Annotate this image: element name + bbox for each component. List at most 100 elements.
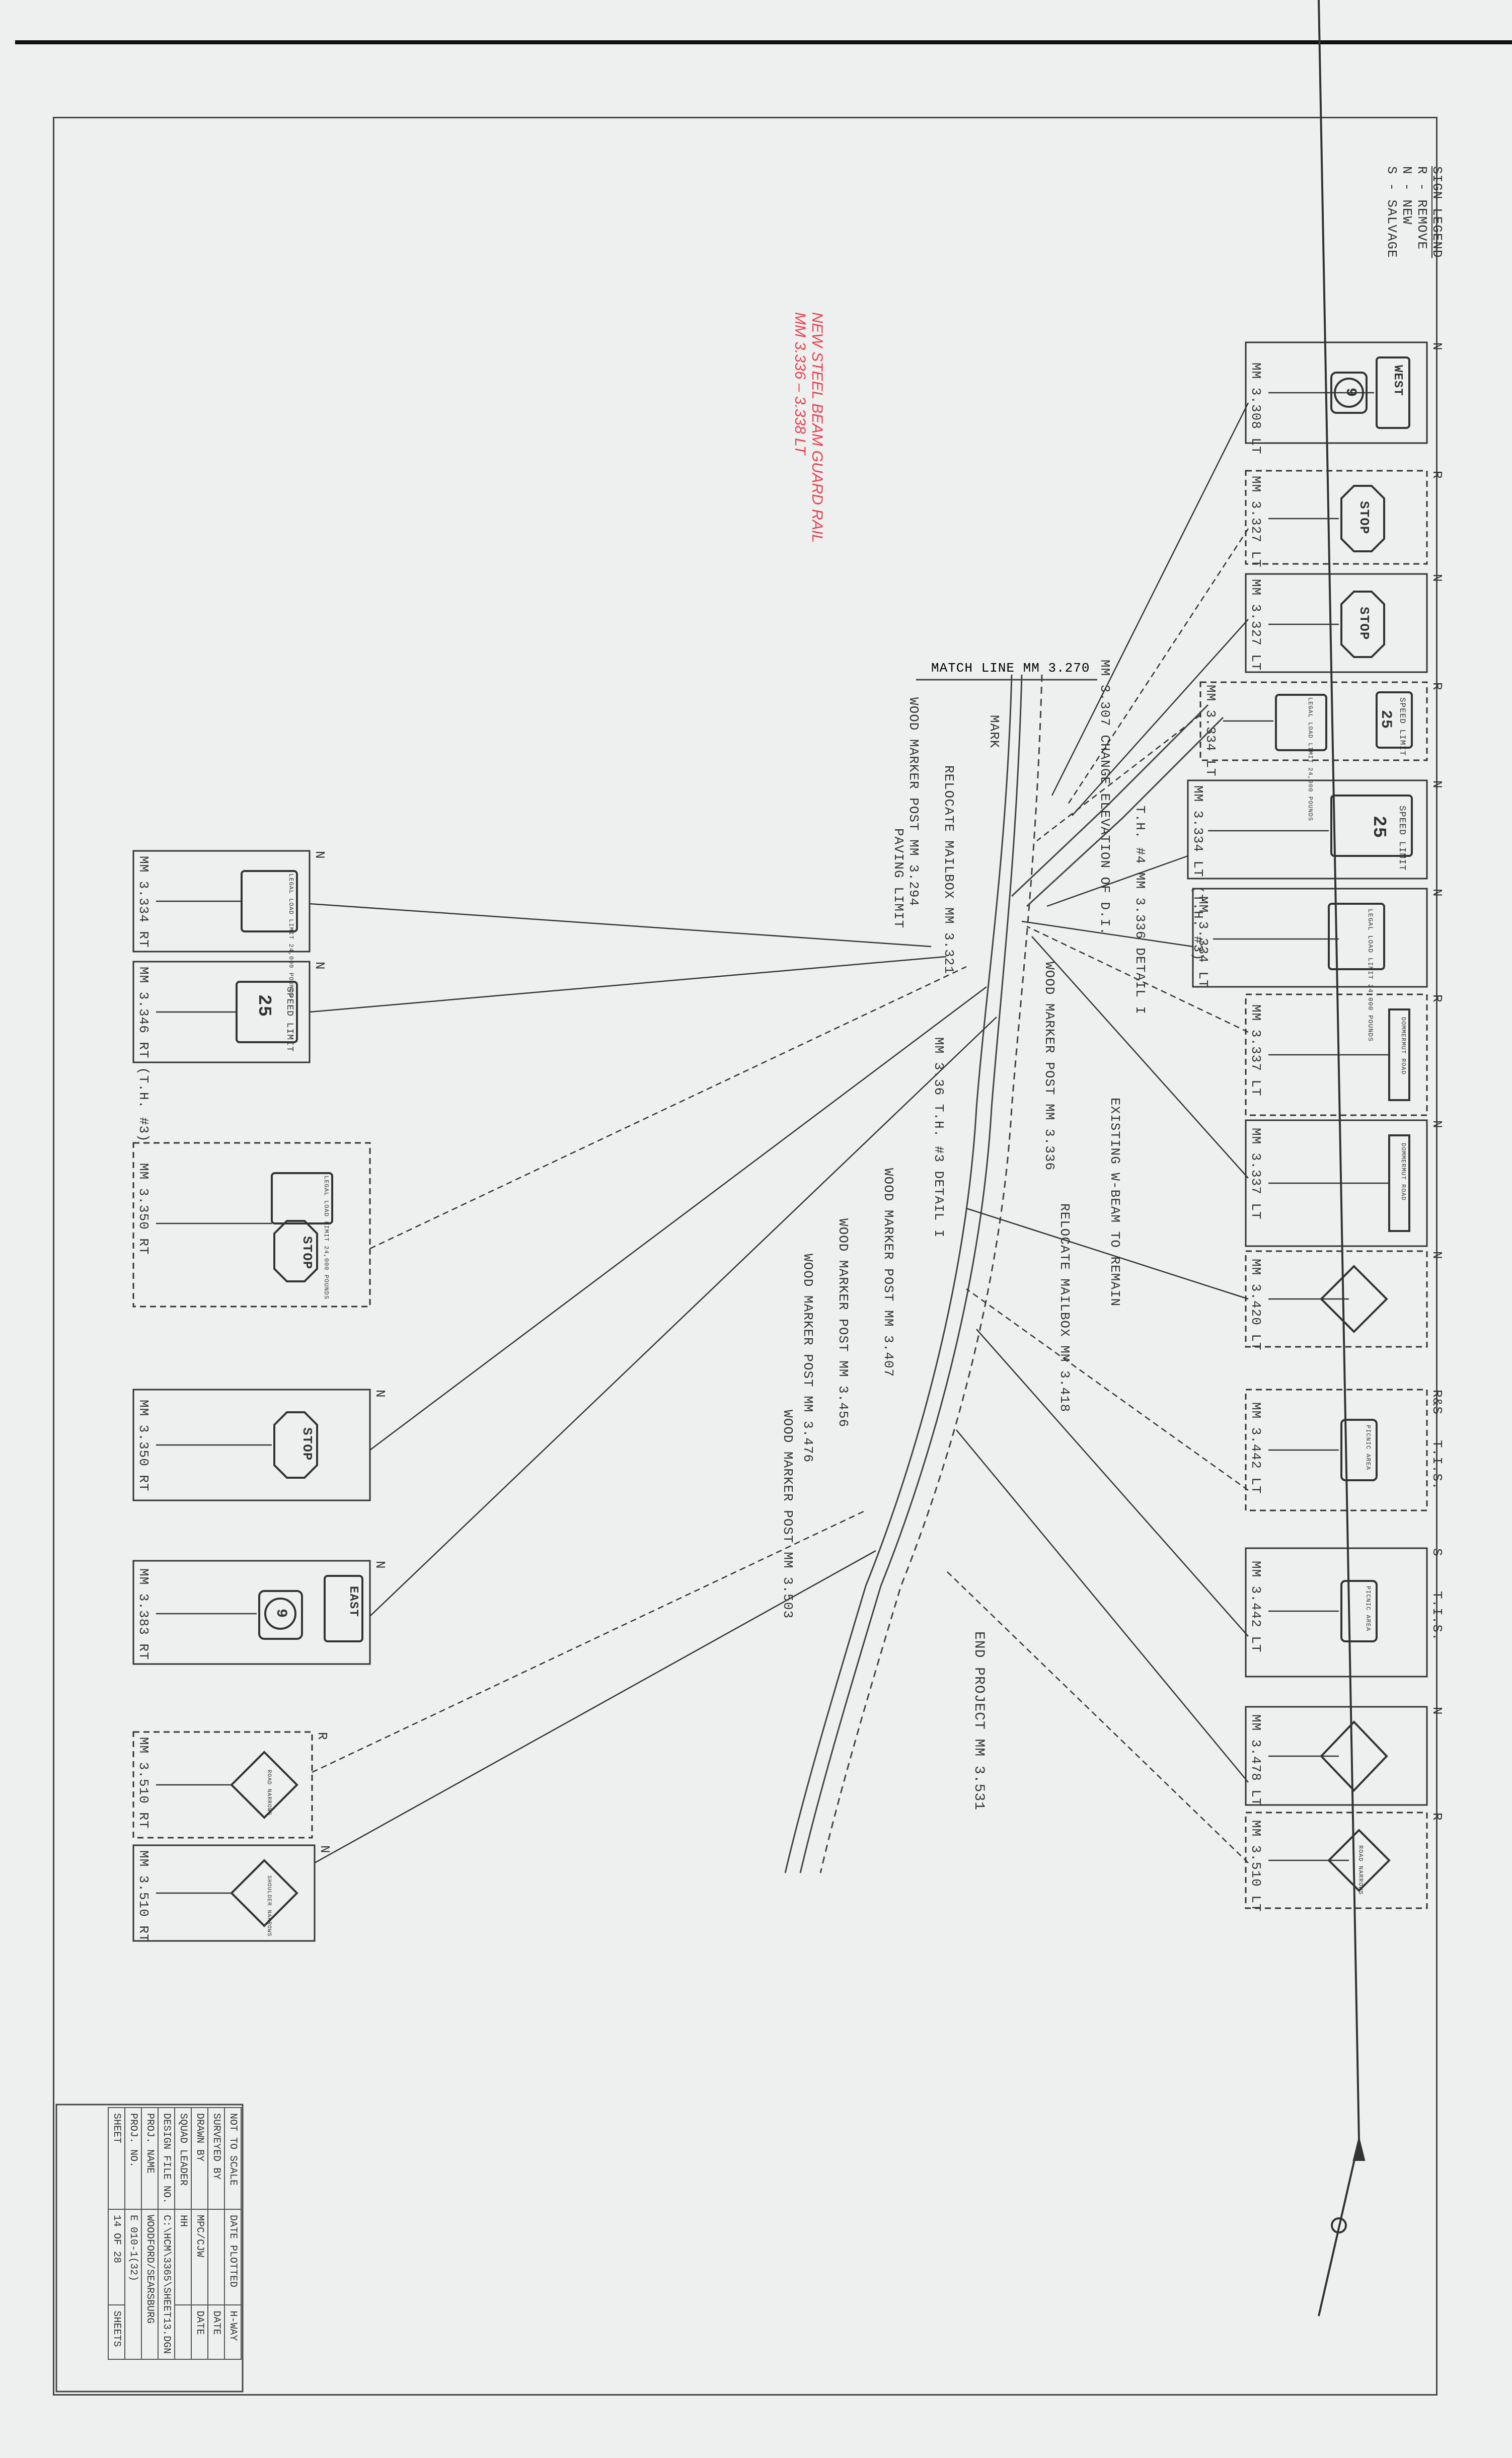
match-line-label: MATCH LINE MM 3.270 (931, 661, 1090, 676)
tb-agency: H-WAY (224, 2305, 241, 2360)
sign-note: T.I.S. (1429, 1591, 1445, 1641)
sign-mm-label: MM 3.334 LT (1203, 685, 1218, 777)
tb-sheet-value: 14 OF 28 (108, 2209, 125, 2305)
callout: WOOD MARKER POST MM 3.336 (1042, 962, 1057, 1171)
sign-panel-text: 9 (1342, 388, 1359, 398)
sign-code: R (315, 1732, 330, 1741)
sign-box (1199, 681, 1428, 761)
sign-box (1245, 1706, 1428, 1806)
sign-panel-text: SHOULDER NARROWS (266, 1875, 272, 1937)
sign-panel-text: 25 (254, 994, 274, 1018)
sign-code: N (1429, 1251, 1445, 1260)
sign-mm-label: MM 3.337 LT (1248, 1128, 1263, 1220)
sign-panel-text: WEST (1391, 365, 1404, 396)
sign-code: N (372, 1561, 388, 1569)
tb-date-plotted: DATE PLOTTED (224, 2209, 241, 2305)
sign-panel-text: STOP (1356, 501, 1372, 535)
sign-panel-text: 25 (1369, 816, 1389, 839)
sign-panel-text: 25 (1377, 710, 1394, 730)
sign-panel-text: STOP (299, 1236, 315, 1270)
sign-panel-text: ROAD NARROWS (266, 1770, 272, 1816)
sign-code: N (1429, 780, 1445, 789)
sign-panel-text: STOP (299, 1427, 315, 1461)
sign-box (132, 1142, 371, 1308)
sign-panel-text: SPEED LIMIT (1398, 697, 1407, 756)
callout: MM 3.36 T.H. #3 DETAIL I (931, 1037, 946, 1238)
legend-item-remove: R - REMOVE (1414, 166, 1429, 250)
tb-drawn-label: DRAWN BY (191, 2108, 208, 2210)
sign-mm-label: MM 3.346 RT (T.H. #3) (136, 967, 151, 1142)
sign-code: N (372, 1390, 388, 1398)
callout: T.H. #4 MM 3.336 DETAIL I (1132, 806, 1148, 1015)
sign-code: N (317, 1845, 332, 1854)
sign-code: N (312, 962, 327, 970)
callout: PAVING LIMIT (891, 828, 906, 929)
sign-panel-text: PICNIC AREA (1365, 1586, 1372, 1632)
sign-panel-text: DOMMERMUT ROAD (1400, 1143, 1407, 1201)
tb-scale: NOT TO SCALE (224, 2108, 241, 2210)
sign-mm-label: MM 3.337 LT (1248, 1004, 1263, 1097)
sign-code: R (1429, 994, 1445, 1003)
sign-code: N (1429, 574, 1445, 583)
tb-proj-no-value: E 010-1(32) (125, 2209, 141, 2360)
sign-code: N (1429, 1707, 1445, 1715)
sign-mm-label: MM 3.478 LT (1248, 1714, 1263, 1806)
callout: WOOD MARKER POST MM 3.294 (906, 697, 921, 907)
sign-box (1245, 1812, 1428, 1909)
road-edge-right (799, 674, 1023, 1873)
annotation-line-1: NEW STEEL BEAM GUARD RAIL (809, 312, 825, 543)
sign-code: N (312, 851, 327, 859)
sign-box (1245, 1119, 1428, 1247)
sign-box (132, 850, 311, 953)
sign-mm-label: MM 3.510 RT (136, 1850, 151, 1942)
sign-panel-text: LEGAL LOAD LIMIT 24,000 POUNDS (323, 1176, 330, 1300)
tb-design-file-label: DESIGN FILE NO. (158, 2108, 175, 2210)
sign-box (1245, 1389, 1428, 1511)
sign-box (132, 1844, 316, 1942)
tb-sheet-label: SHEET (108, 2108, 125, 2210)
sign-box (1187, 779, 1428, 880)
sign-panel-text: ROAD NARROWS (1357, 1845, 1364, 1895)
sign-mm-label: MM 3.442 LT (1248, 1561, 1263, 1653)
road-edge-left (784, 674, 1013, 1873)
guardrail-annotation: NEW STEEL BEAM GUARD RAIL MM 3.336 – 3.3… (791, 312, 825, 543)
sign-mm-label: MM 3.327 LT (1248, 579, 1263, 671)
callout: RELOCATE MAILBOX MM 3.418 (1057, 1203, 1072, 1413)
sign-code: R (1429, 1813, 1445, 1821)
sign-code: S (1429, 1548, 1445, 1557)
sign-panel-text: DOMMERMUT ROAD (1400, 1017, 1407, 1075)
side-road-edge-a (1011, 704, 1209, 897)
sign-mm-label: MM 3.334 RT (136, 856, 151, 948)
sign-mm-label: MM 3.327 LT (1248, 476, 1263, 568)
sign-panel-text: SPEED LIMIT (1397, 806, 1407, 871)
side-road-edge-b (1026, 716, 1224, 907)
sign-box (132, 1731, 313, 1839)
sign-box (132, 1389, 371, 1501)
sign-box (1192, 888, 1428, 988)
sign-code: N (1429, 889, 1445, 897)
road-centerline (819, 674, 1043, 1873)
callout: WOOD MARKER POST MM 3.456 (836, 1218, 851, 1428)
tb-sheets-label: SHEETS (108, 2305, 125, 2360)
sign-mm-label: MM 3.442 LT (1248, 1402, 1263, 1494)
sign-note: T.I.S. (1429, 1440, 1445, 1490)
callout: EXISTING W-BEAM TO REMAIN (1107, 1098, 1122, 1307)
scan-top-edge (15, 40, 1512, 44)
sign-panel-text: LEGAL LOAD LIMIT 24,000 POUNDS (1367, 909, 1374, 1042)
sign-mm-label: MM 3.510 RT (136, 1737, 151, 1829)
tb-date-label: DATE (208, 2305, 224, 2360)
tb-surveyed-label: SURVEYED BY (208, 2108, 224, 2210)
sign-box (1245, 470, 1428, 565)
title-block: NOT TO SCALE DATE PLOTTED H-WAY SURVEYED… (108, 2107, 242, 2360)
legend-item-new: N - NEW (1399, 166, 1414, 225)
drawing-border (53, 117, 1438, 2396)
sign-panel-text: SPEED LIMIT (284, 987, 294, 1052)
callout: RELOCATE MAILBOX MM 3.321 (941, 765, 956, 975)
sign-code: R (1429, 471, 1445, 479)
sign-panel-text: LEGAL LOAD LIMIT 24,000 POUNDS (1307, 697, 1314, 822)
callout: MARK (987, 715, 1002, 749)
callout: MM 3.307 CHANGE ELEVATION OF D.I. (1097, 660, 1112, 935)
sign-box (1245, 341, 1428, 444)
tb-date-label: DATE (191, 2305, 208, 2360)
